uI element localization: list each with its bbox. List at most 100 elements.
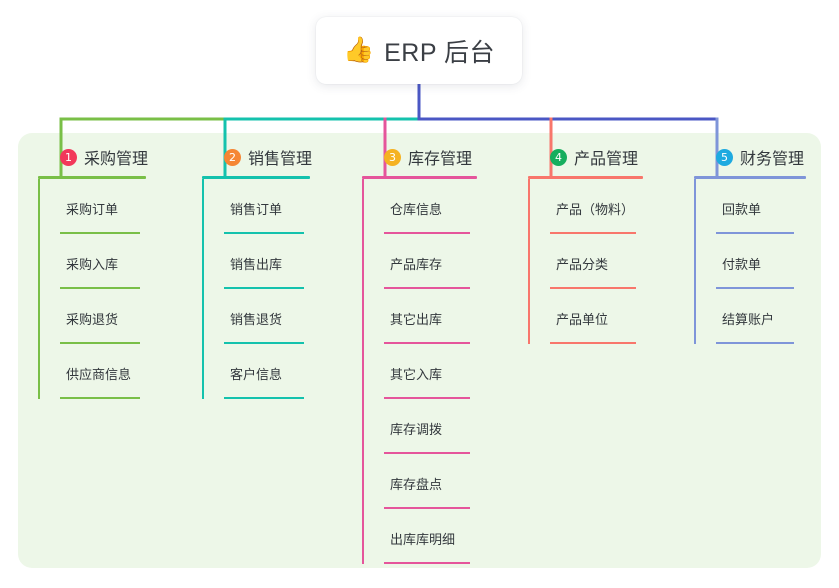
column-items: 产品（物料） 产品分类产品单位 [528, 179, 688, 344]
column-title: 库存管理 [408, 151, 473, 168]
list-item[interactable]: 仓库信息 [362, 179, 522, 234]
root-node-title: ERP 后台 [384, 38, 496, 67]
list-item-underline [224, 342, 304, 344]
list-item-underline [716, 342, 794, 344]
list-item-underline [550, 342, 636, 344]
diagram-background-panel [18, 133, 821, 568]
list-item-underline [716, 287, 794, 289]
list-item-label: 结算账户 [722, 312, 775, 327]
column-items: 仓库信息产品库存其它出库其它入库库存调拨库存盘点出库库明细 [362, 179, 522, 564]
list-item-underline [384, 562, 470, 564]
list-item-underline [384, 452, 470, 454]
list-item[interactable]: 回款单 [694, 179, 824, 234]
column-5: 5 财务管理回款单付款单结算账户 [694, 145, 824, 344]
list-item[interactable]: 采购退货 [38, 289, 188, 344]
list-item-label: 采购入库 [66, 257, 119, 272]
column-2: 2 销售管理销售订单销售出库销售退货客户信息 [202, 145, 352, 399]
column-header-underline [38, 176, 146, 179]
column-badge-icon: 4 [550, 148, 567, 166]
list-item[interactable]: 销售退货 [202, 289, 352, 344]
list-item[interactable]: 采购订单 [38, 179, 188, 234]
column-header-underline [694, 176, 806, 179]
column-badge-icon: 2 [224, 148, 241, 166]
list-item-label: 产品库存 [390, 257, 443, 272]
list-item[interactable]: 供应商信息 [38, 344, 188, 399]
column-header-underline [362, 176, 477, 179]
column-header-5[interactable]: 5 财务管理 [694, 145, 824, 169]
column-header-underline [202, 176, 310, 179]
list-item-label: 产品单位 [556, 312, 609, 327]
list-item-underline [716, 232, 794, 234]
list-item-label: 出库库明细 [390, 532, 456, 547]
column-title: 销售管理 [248, 151, 313, 168]
list-item[interactable]: 产品（物料） [528, 179, 688, 234]
list-item-underline [384, 342, 470, 344]
column-badge-icon: 5 [716, 148, 733, 166]
column-badge-icon: 1 [60, 148, 77, 166]
column-spine [528, 179, 530, 344]
list-item-underline [224, 232, 304, 234]
list-item-underline [550, 232, 636, 234]
column-header-2[interactable]: 2 销售管理 [202, 145, 352, 169]
thumbs-up-icon: 👍 [342, 36, 375, 64]
list-item-label: 销售出库 [230, 257, 283, 272]
column-title: 采购管理 [84, 151, 149, 168]
column-header-3[interactable]: 3 库存管理 [362, 145, 522, 169]
list-item-label: 回款单 [722, 202, 762, 217]
list-item[interactable]: 结算账户 [694, 289, 824, 344]
column-header-4[interactable]: 4 产品管理 [528, 145, 688, 169]
list-item-underline [550, 287, 636, 289]
column-items: 采购订单采购入库采购退货供应商信息 [38, 179, 188, 399]
list-item[interactable]: 产品分类 [528, 234, 688, 289]
column-spine [694, 179, 696, 344]
column-title: 产品管理 [574, 151, 639, 168]
list-item[interactable]: 客户信息 [202, 344, 352, 399]
list-item-underline [384, 507, 470, 509]
list-item[interactable]: 销售订单 [202, 179, 352, 234]
list-item-underline [60, 287, 140, 289]
list-item[interactable]: 产品单位 [528, 289, 688, 344]
column-header-1[interactable]: 1 采购管理 [38, 145, 188, 169]
list-item-underline [384, 287, 470, 289]
root-node[interactable]: 👍 ERP 后台 [316, 17, 522, 84]
column-items: 回款单付款单结算账户 [694, 179, 824, 344]
list-item-label: 库存调拨 [390, 422, 443, 437]
list-item[interactable]: 其它入库 [362, 344, 522, 399]
column-4: 4 产品管理产品（物料） 产品分类产品单位 [528, 145, 688, 344]
list-item-label: 其它出库 [390, 312, 443, 327]
column-items: 销售订单销售出库销售退货客户信息 [202, 179, 352, 399]
list-item[interactable]: 库存调拨 [362, 399, 522, 454]
column-header-underline [528, 176, 643, 179]
column-title: 财务管理 [740, 151, 805, 168]
list-item-label: 其它入库 [390, 367, 443, 382]
list-item-label: 供应商信息 [66, 367, 132, 382]
list-item-underline [384, 232, 470, 234]
list-item-underline [60, 232, 140, 234]
list-item[interactable]: 产品库存 [362, 234, 522, 289]
list-item-label: 库存盘点 [390, 477, 443, 492]
list-item[interactable]: 付款单 [694, 234, 824, 289]
list-item-label: 产品（物料） [556, 202, 635, 217]
list-item[interactable]: 库存盘点 [362, 454, 522, 509]
list-item-underline [60, 397, 140, 399]
list-item-underline [224, 287, 304, 289]
list-item[interactable]: 销售出库 [202, 234, 352, 289]
column-3: 3 库存管理仓库信息产品库存其它出库其它入库库存调拨库存盘点出库库明细 [362, 145, 522, 564]
list-item-label: 仓库信息 [390, 202, 443, 217]
list-item[interactable]: 采购入库 [38, 234, 188, 289]
list-item-label: 付款单 [722, 257, 762, 272]
column-badge-icon: 3 [384, 148, 401, 166]
column-spine [202, 179, 204, 399]
list-item-label: 销售退货 [230, 312, 283, 327]
list-item-label: 采购退货 [66, 312, 119, 327]
list-item[interactable]: 其它出库 [362, 289, 522, 344]
list-item-label: 客户信息 [230, 367, 283, 382]
list-item-underline [224, 397, 304, 399]
list-item-label: 采购订单 [66, 202, 119, 217]
list-item-label: 销售订单 [230, 202, 283, 217]
column-spine [38, 179, 40, 399]
list-item[interactable]: 出库库明细 [362, 509, 522, 564]
column-spine [362, 179, 364, 564]
list-item-label: 产品分类 [556, 257, 609, 272]
